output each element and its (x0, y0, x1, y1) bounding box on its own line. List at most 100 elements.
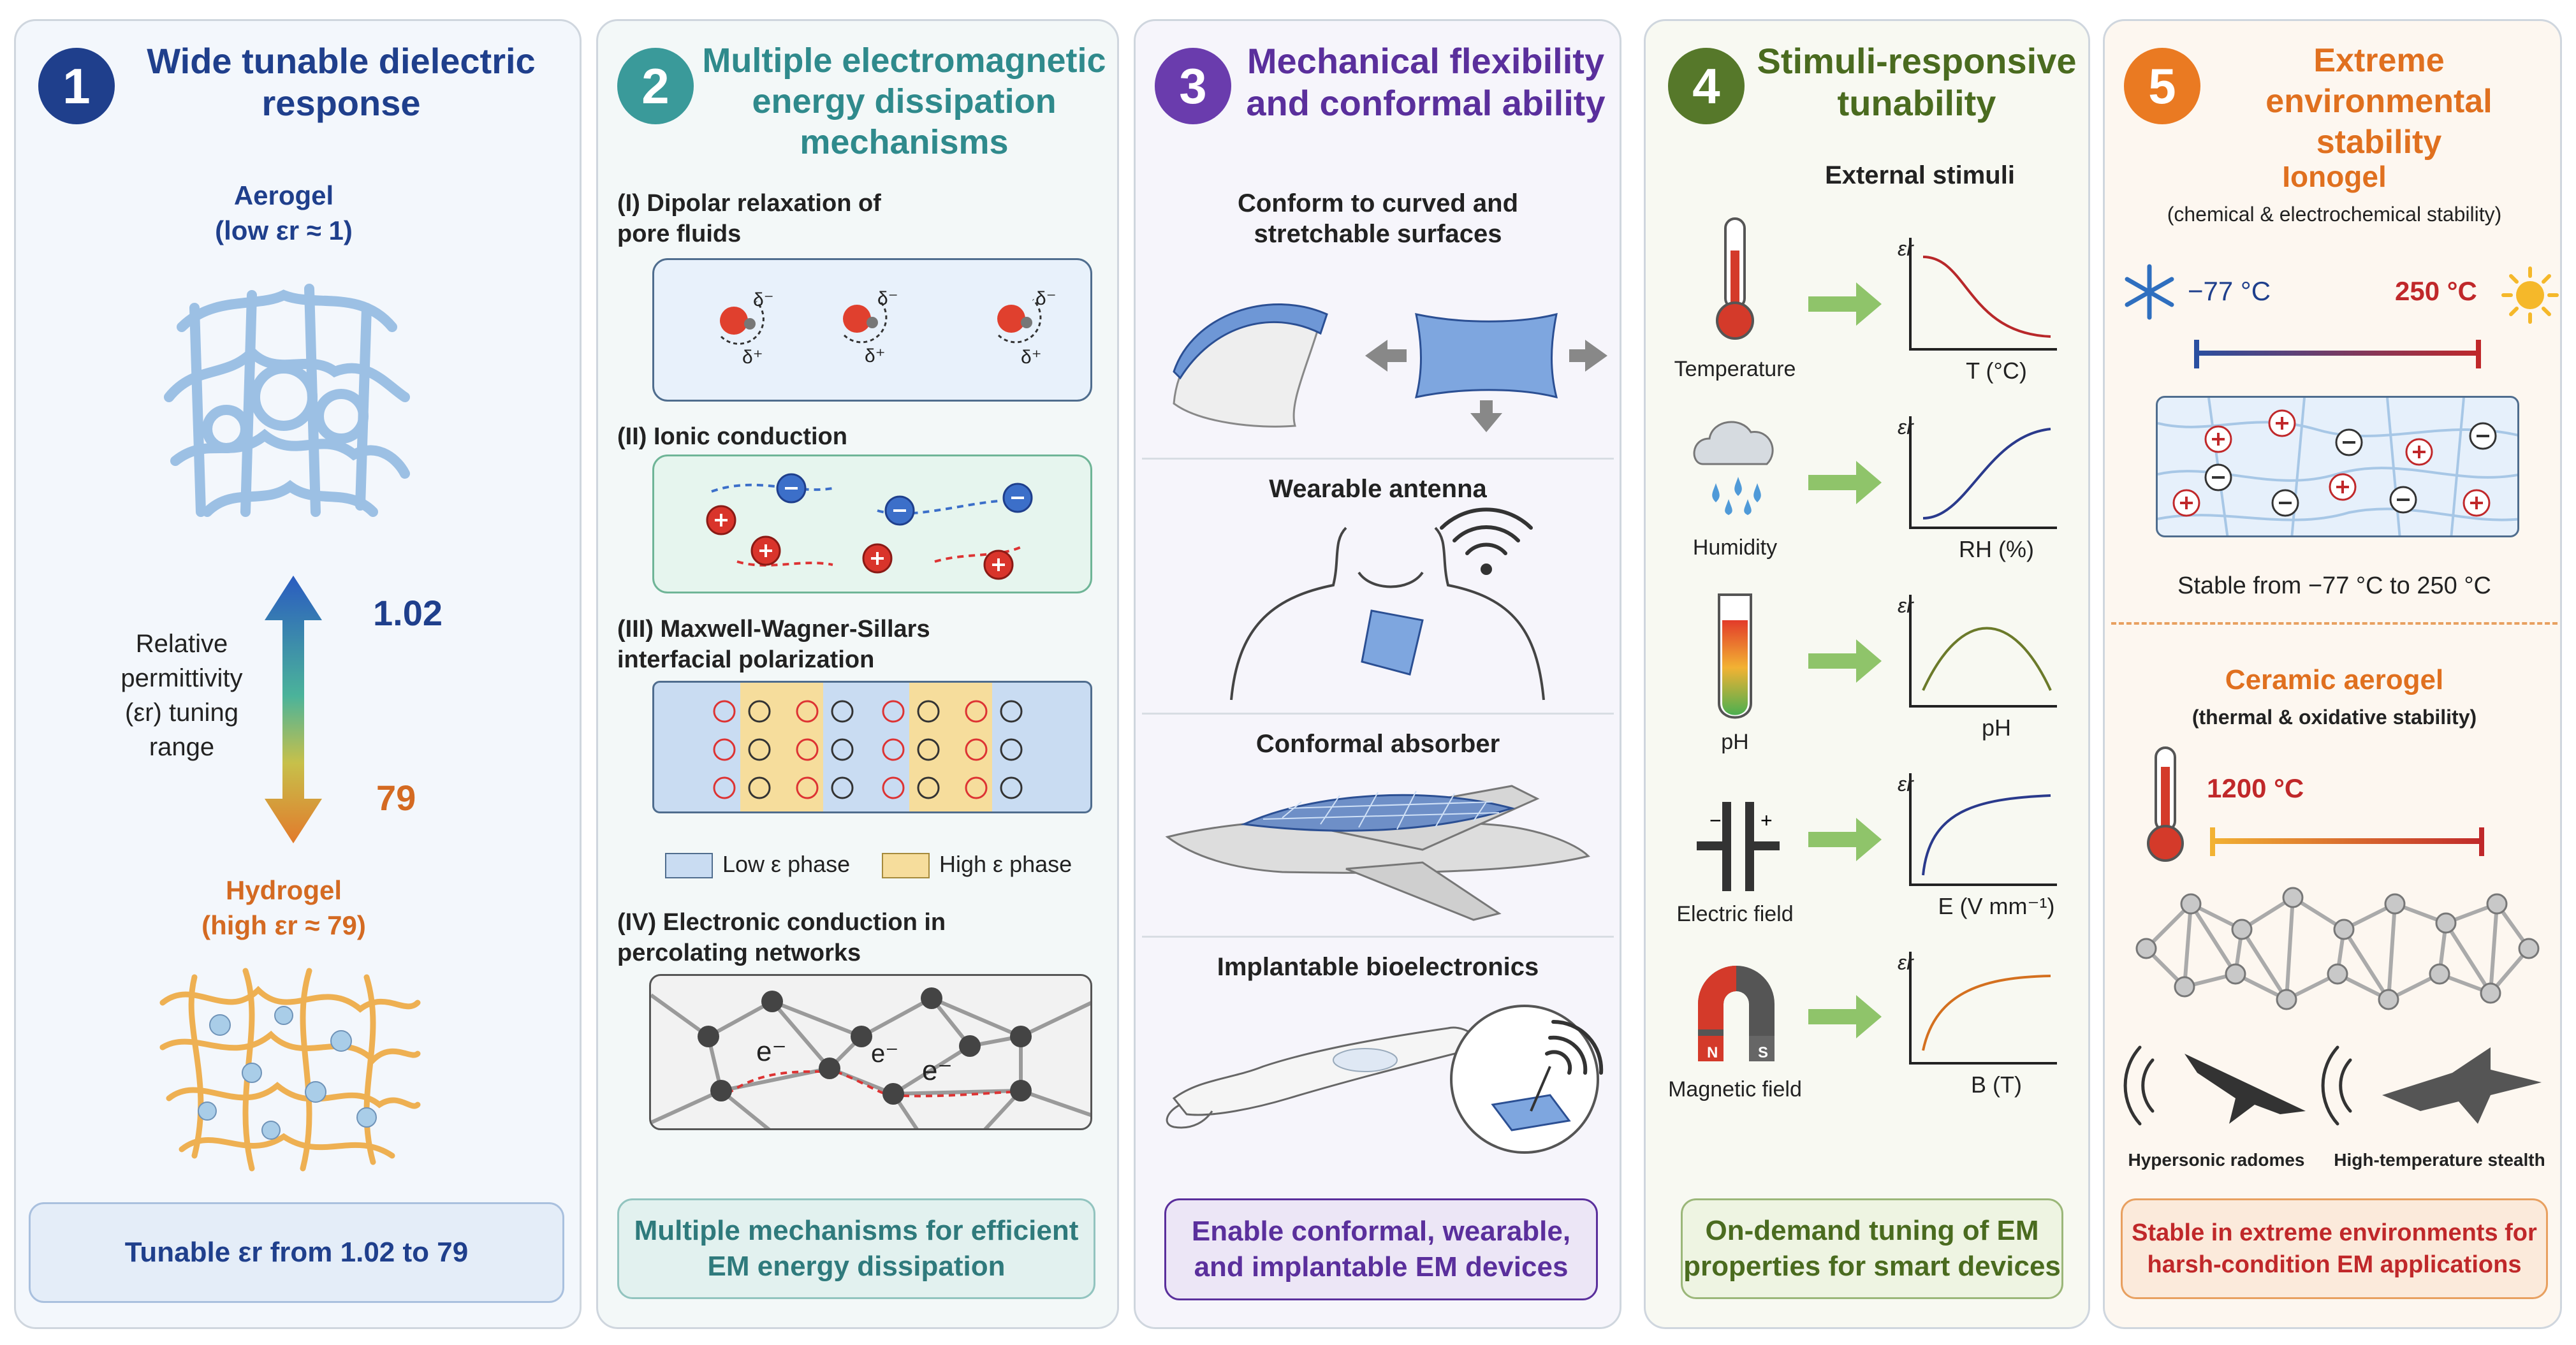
aircraft-absorber-illustration (1165, 785, 1590, 921)
panel-title: Mechanical flexibility and conformal abi… (1246, 41, 1606, 123)
panel-footer: Multiple mechanisms for efficient EM ene… (617, 1198, 1095, 1299)
section-conformal-absorber-label: Conformal absorber (1255, 730, 1500, 758)
mechanism-3-label: (III) Maxwell-Wagner-Sillars interfacial… (617, 616, 930, 673)
panel-title: Multiple electromagnetic energy dissipat… (702, 41, 1106, 161)
hydrogel-permittivity: (high εr ≈ 79) (201, 910, 366, 940)
delta-minus-label: δ⁻ (877, 288, 898, 309)
dipole-illustration (720, 298, 1042, 345)
application-hypersonic-radomes: Hypersonic radomes (2128, 1150, 2305, 1170)
thermometer-icon (2147, 746, 2184, 862)
stimulus-arrows (1808, 282, 1882, 1038)
charge-layers-illustration (713, 700, 1023, 799)
ionogel-ion-box (2156, 396, 2519, 537)
temperature-low-label: −77 °C (2188, 276, 2271, 306)
dipolar-relaxation-box: δ⁻ δ⁺ δ⁻ δ⁺ δ⁻ δ⁺ (652, 258, 1092, 402)
aerogel-label: Aerogel (233, 180, 334, 210)
y-axis-label: εr (1898, 416, 1914, 439)
section-divider (2111, 622, 2558, 625)
ceramic-network-illustration (2135, 887, 2540, 1010)
thermometer-icon (1716, 217, 1754, 340)
response-curves (1909, 238, 2057, 1065)
ion-migration-illustration (706, 473, 1033, 580)
temperature-range-bar (2194, 340, 2481, 368)
panel-footer: Tunable εr from 1.02 to 79 (29, 1202, 564, 1303)
y-axis-label: εr (1898, 237, 1914, 260)
percolating-network-box: e⁻ e⁻ e⁻ (649, 974, 1092, 1130)
panel-footer: On-demand tuning of EM properties for sm… (1681, 1198, 2063, 1299)
electron-label: e⁻ (756, 1036, 787, 1067)
panel-mechanical-flexibility: 3 Mechanical flexibility and conformal a… (1134, 19, 1621, 1329)
delta-plus-label: δ⁺ (742, 347, 763, 368)
panel-dielectric-response: 1 Wide tunable dielectric response Aerog… (14, 19, 582, 1329)
external-stimuli-header: External stimuli (1825, 161, 2015, 189)
stealth-aircraft-illustration (2321, 1045, 2542, 1126)
x-axis-label-magnetic-field: B (T) (1971, 1072, 2022, 1098)
y-axis-label: εr (1898, 951, 1914, 974)
y-axis-label: εr (1898, 773, 1914, 796)
stimulus-magnetic-field-label: Magnetic field (1668, 1077, 1802, 1101)
delta-plus-label: δ⁺ (865, 345, 886, 367)
temperature-ceramic-label: 1200 °C (2207, 773, 2304, 803)
ionic-conduction-box (652, 454, 1092, 593)
permittivity-range-label: Relative permittivity (εr) tuning range (121, 630, 243, 761)
stimulus-ph-label: pH (1721, 730, 1749, 754)
tuning-range-arrow (265, 576, 322, 843)
x-axis-label-temperature: T (°C) (1966, 358, 2027, 384)
sun-icon (2501, 266, 2559, 324)
curved-surface-illustration (1173, 303, 1607, 432)
svg-text:+: + (1760, 809, 1773, 832)
magnet-north-label: N (1707, 1044, 1718, 1061)
capacitor-icon: − + (1697, 802, 1780, 891)
magnet-icon (1698, 966, 1775, 1061)
x-axis-label-ph: pH (1981, 715, 2012, 741)
interfacial-polarization-box (652, 681, 1092, 813)
legend-swatch-high (882, 853, 930, 878)
aerogel-permittivity: (low εr ≈ 1) (215, 215, 353, 245)
panel-number-badge: 4 (1668, 48, 1745, 124)
legend-swatch-low (665, 853, 713, 878)
panel-title: Stimuli-responsive tunability (1757, 41, 2077, 123)
section-wearable-antenna-label: Wearable antenna (1269, 475, 1487, 503)
panel-dissipation-mechanisms: 2 Multiple electromagnetic energy dissip… (596, 19, 1119, 1329)
panel-stimuli-responsive: 4 Stimuli-responsive tunability External… (1644, 19, 2090, 1329)
panel-number-badge: 3 (1155, 48, 1231, 124)
x-axis-label-electric-field: E (V mm⁻¹) (1938, 893, 2055, 919)
panel-title: Extreme environmental stability (2265, 42, 2492, 161)
delta-minus-label: δ⁻ (1036, 288, 1057, 309)
percolation-network-illustration (651, 987, 1090, 1128)
aerogel-network-illustration (164, 284, 410, 517)
panel-number-badge: 2 (617, 48, 694, 124)
stimulus-humidity-label: Humidity (1692, 535, 1778, 560)
panel-footer: Enable conformal, wearable, and implanta… (1164, 1198, 1598, 1300)
ceramic-aerogel-subtitle: (thermal & oxidative stability) (2192, 706, 2477, 729)
implantable-device-illustration (1166, 1005, 1604, 1154)
mechanism-1-label: (I) Dipolar relaxation of pore fluids (617, 190, 881, 247)
panel-number-badge: 1 (38, 48, 115, 124)
stimulus-electric-field-label: Electric field (1676, 902, 1794, 926)
wearable-antenna-illustration (1230, 507, 1545, 701)
hydrogel-label: Hydrogel (225, 875, 342, 905)
ionogel-label: Ionogel (2282, 160, 2387, 193)
application-high-temperature-stealth: High-temperature stealth (2334, 1150, 2545, 1170)
ceramic-temperature-bar (2210, 827, 2484, 856)
humidity-cloud-icon (1693, 421, 1774, 515)
legend-low-label: Low ε phase (722, 851, 851, 877)
ionogel-ions-illustration (2158, 398, 2517, 535)
hypersonic-vehicle-illustration (2123, 1045, 2306, 1126)
mechanism-2-label: (II) Ionic conduction (617, 423, 847, 450)
hydrogel-network-illustration (159, 968, 421, 1172)
panel-title: Wide tunable dielectric response (147, 41, 536, 123)
ph-test-tube-icon (1718, 593, 1752, 719)
electron-label: e⁻ (871, 1040, 899, 1068)
snowflake-icon (2125, 264, 2174, 320)
permittivity-value-high: 79 (376, 778, 416, 818)
panel-environmental-stability: 5 Extreme environmental stability Ionoge… (2103, 19, 2562, 1329)
legend-high-label: High ε phase (939, 851, 1072, 877)
electron-label: e⁻ (922, 1055, 953, 1086)
section-curved-surfaces-label: Conform to curved and stretchable surfac… (1237, 189, 1519, 248)
delta-minus-label: δ⁻ (753, 289, 774, 310)
temperature-high-label: 250 °C (2395, 276, 2477, 306)
panel-number-badge: 5 (2124, 48, 2200, 124)
stimulus-temperature-label: Temperature (1674, 357, 1796, 381)
ionogel-stability-range: Stable from −77 °C to 250 °C (2177, 572, 2491, 599)
